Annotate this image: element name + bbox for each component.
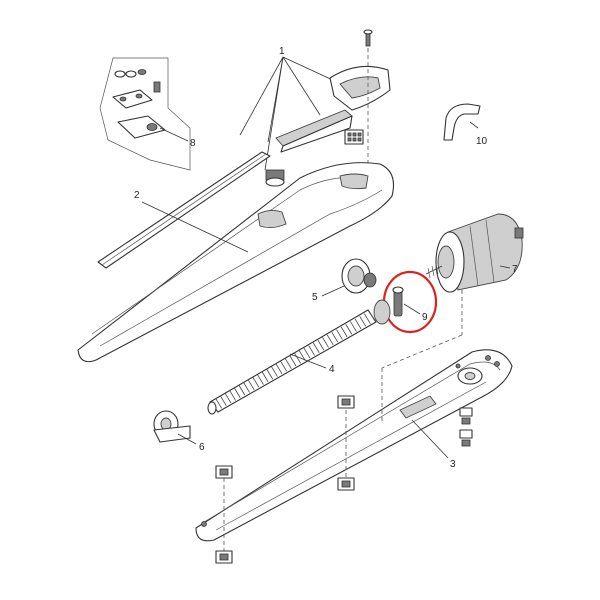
thread-line [219, 395, 227, 406]
thread-line [271, 366, 278, 377]
label-10: 10 [476, 136, 488, 147]
thread-line [322, 337, 329, 348]
kit-box-outline [99, 57, 191, 171]
terminal-block [344, 129, 364, 145]
thread-line [229, 390, 236, 401]
thread-line [312, 342, 320, 353]
thread-line [261, 371, 269, 383]
thread-line [368, 310, 376, 322]
thread-line [326, 334, 334, 346]
part-4-worm-screw [207, 299, 391, 415]
thread-line [266, 369, 274, 380]
thread-line [289, 355, 297, 367]
part-7-motor [425, 213, 524, 293]
top-screw-and-terminal [344, 29, 373, 165]
label-1: 1 [279, 46, 285, 57]
thread-line [280, 361, 288, 372]
thread-line [275, 363, 283, 375]
label-6: 6 [199, 442, 205, 453]
thread-line [294, 353, 301, 364]
thread-line [247, 379, 255, 391]
label-8: 8 [190, 138, 196, 149]
label-3: 3 [450, 459, 456, 470]
thread-line [257, 374, 264, 385]
thread-line [350, 321, 357, 332]
nut-stack [459, 407, 473, 447]
part-10-release-key [443, 103, 481, 141]
thread-line [340, 326, 348, 338]
part-6-bracket [153, 410, 197, 445]
thread-line [331, 331, 339, 343]
thread-line [298, 350, 306, 361]
part-8-mounting-kit [99, 57, 191, 171]
part-3-lower-housing [195, 349, 513, 542]
highlight-circle [382, 270, 438, 334]
label-2: 2 [134, 190, 140, 201]
thread-line [238, 384, 246, 396]
thread-line [364, 313, 371, 324]
thread-line [252, 376, 260, 388]
thread-line [354, 318, 362, 330]
thread-line [336, 329, 343, 340]
part-9-coupling-pin [382, 270, 438, 334]
label-4: 4 [329, 364, 335, 375]
thread-line [243, 382, 250, 393]
motor-shaft [425, 263, 443, 279]
thread-line [359, 316, 367, 327]
square-washers [215, 395, 355, 564]
part-5-gear [321, 258, 377, 297]
assembly-guides [223, 290, 463, 552]
callout-labels: 1 2 3 4 5 6 7 8 9 10 [134, 46, 518, 470]
part-1-covers [97, 56, 391, 269]
label-9: 9 [422, 312, 428, 323]
thread-line [345, 324, 353, 335]
label-7: 7 [512, 264, 518, 275]
thread-line [303, 347, 311, 359]
thread-line [215, 398, 222, 409]
thread-line [233, 387, 241, 398]
thread-line [317, 339, 325, 351]
thread-line [224, 392, 232, 404]
thread-line [308, 345, 315, 356]
thread-line [285, 358, 292, 369]
part-2-upper-housing [77, 162, 395, 363]
worm-threads [210, 310, 376, 412]
label-5: 5 [312, 292, 318, 303]
